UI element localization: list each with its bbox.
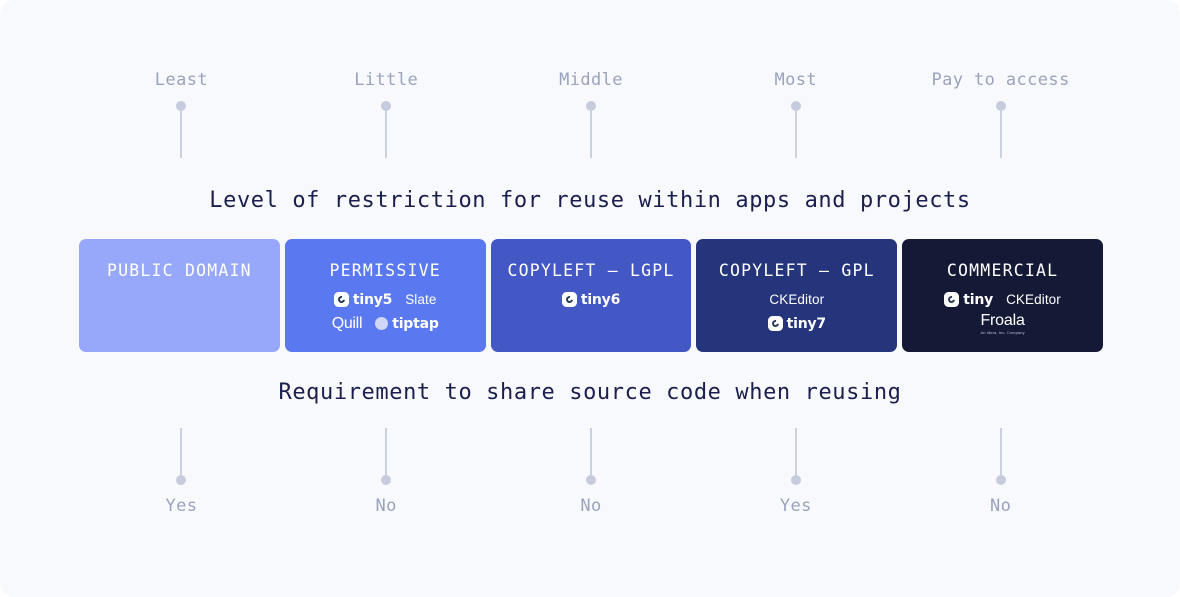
logo-row: tiny6	[561, 290, 621, 309]
tinymce-logo: tiny	[944, 292, 993, 308]
license-block-title: PERMISSIVE	[329, 261, 441, 280]
logo-list: tiny5 Slate Quill tiptap	[332, 290, 439, 333]
bottom-scale-item-4: No	[898, 428, 1103, 516]
marker-stem	[385, 111, 388, 158]
top-scale-label: Most	[774, 70, 818, 90]
top-scale-item-2: Middle	[489, 70, 694, 158]
marker-dot-icon	[995, 475, 1006, 485]
bottom-scale-item-2: No	[489, 428, 694, 516]
marker-stem	[385, 428, 388, 475]
marker-stem	[589, 428, 592, 475]
bottom-scale-item-3: Yes	[693, 428, 898, 516]
tiptap-logo-label: tiptap	[392, 315, 439, 332]
slate-logo-label: Slate	[405, 292, 437, 307]
license-band: PUBLIC DOMAIN PERMISSIVE tiny5 Slate Qui…	[79, 239, 1103, 352]
top-scale-label: Pay to access	[931, 70, 1070, 90]
bottom-scale-item-0: Yes	[79, 428, 284, 516]
bottom-scale-item-1: No	[284, 428, 489, 516]
tinymce-logo-label: tiny7	[786, 315, 827, 332]
logo-row: Froala An Idera, Inc. Company	[980, 311, 1025, 335]
license-block-commercial[interactable]: COMMERCIAL tiny CKEditor Froala An Idera…	[902, 239, 1103, 352]
top-scale-label: Middle	[559, 70, 623, 90]
top-scale-item-1: Little	[284, 70, 489, 158]
tinymce-logo: tiny5	[333, 291, 393, 308]
tinymce-mark-icon	[767, 316, 783, 331]
logo-row: CKEditor	[769, 290, 824, 309]
license-block-permissive[interactable]: PERMISSIVE tiny5 Slate Quill tiptap	[284, 239, 486, 352]
tinymce-logo: tiny6	[561, 291, 621, 308]
tiptap-mark-icon	[375, 317, 389, 330]
logo-list: tiny6	[561, 290, 621, 309]
top-scale-item-3: Most	[693, 70, 898, 158]
tinymce-mark-icon	[944, 292, 960, 307]
top-scale: Least Little Middle Most Pay to access	[79, 70, 1103, 158]
tinymce-logo-label: tiny	[963, 291, 994, 308]
bottom-scale-label: Yes	[165, 496, 198, 516]
tinymce-logo-label: tiny5	[352, 291, 393, 308]
license-block-copyleft-gpl[interactable]: COPYLEFT — GPL CKEditor tiny7	[696, 239, 898, 352]
license-block-title: PUBLIC DOMAIN	[107, 261, 252, 280]
bottom-scale: Yes No No Yes No	[79, 428, 1103, 516]
marker-dot-icon	[176, 101, 187, 111]
top-heading: Level of restriction for reuse within ap…	[209, 188, 971, 213]
bottom-scale-label: No	[375, 496, 397, 516]
froala-logo-label: Froala	[980, 311, 1025, 329]
marker-dot-icon	[790, 475, 801, 485]
tinymce-logo-label: tiny6	[580, 291, 621, 308]
marker-stem	[180, 428, 183, 475]
logo-row: Quill tiptap	[332, 314, 439, 333]
bottom-scale-label: No	[580, 496, 602, 516]
marker-dot-icon	[381, 101, 392, 111]
tinymce-mark-icon	[561, 292, 577, 307]
logo-row: tiny CKEditor	[944, 290, 1061, 309]
license-block-title: COPYLEFT — GPL	[718, 261, 875, 280]
froala-logo: Froala An Idera, Inc. Company	[980, 311, 1025, 335]
ckeditor-logo-label: CKEditor	[769, 292, 825, 307]
ckeditor-logo-label: CKEditor	[1006, 292, 1061, 307]
bottom-scale-label: No	[989, 496, 1012, 516]
marker-dot-icon	[995, 101, 1006, 111]
marker-dot-icon	[585, 475, 596, 485]
tinymce-mark-icon	[333, 292, 349, 307]
marker-stem	[180, 111, 183, 158]
license-block-copyleft-lgpl[interactable]: COPYLEFT — LGPL tiny6	[490, 239, 692, 352]
froala-logo-subtitle: An Idera, Inc. Company	[980, 329, 1025, 335]
marker-dot-icon	[176, 475, 187, 485]
license-block-title: COPYLEFT — LGPL	[507, 261, 675, 280]
bottom-heading: Requirement to share source code when re…	[278, 380, 902, 405]
tinymce-logo: tiny7	[767, 315, 827, 332]
marker-dot-icon	[585, 101, 596, 111]
logo-row: tiny7	[767, 314, 827, 333]
marker-stem	[794, 111, 797, 158]
marker-dot-icon	[381, 475, 392, 485]
top-scale-label: Least	[154, 70, 208, 90]
marker-stem	[589, 111, 592, 158]
quill-logo-label: Quill	[331, 314, 363, 332]
tiptap-logo: tiptap	[375, 315, 439, 332]
marker-stem	[999, 428, 1002, 475]
top-scale-label: Little	[354, 70, 419, 90]
logo-row: tiny5 Slate	[333, 290, 437, 309]
top-scale-item-0: Least	[79, 70, 284, 158]
license-block-public-domain[interactable]: PUBLIC DOMAIN	[79, 239, 280, 352]
marker-stem	[794, 428, 797, 475]
top-scale-item-4: Pay to access	[898, 70, 1103, 158]
bottom-scale-label: Yes	[779, 496, 812, 516]
logo-list: CKEditor tiny7	[767, 290, 827, 333]
marker-stem	[999, 111, 1002, 158]
license-block-title: COMMERCIAL	[946, 261, 1059, 280]
logo-list: tiny CKEditor Froala An Idera, Inc. Comp…	[944, 290, 1061, 335]
marker-dot-icon	[790, 101, 801, 111]
